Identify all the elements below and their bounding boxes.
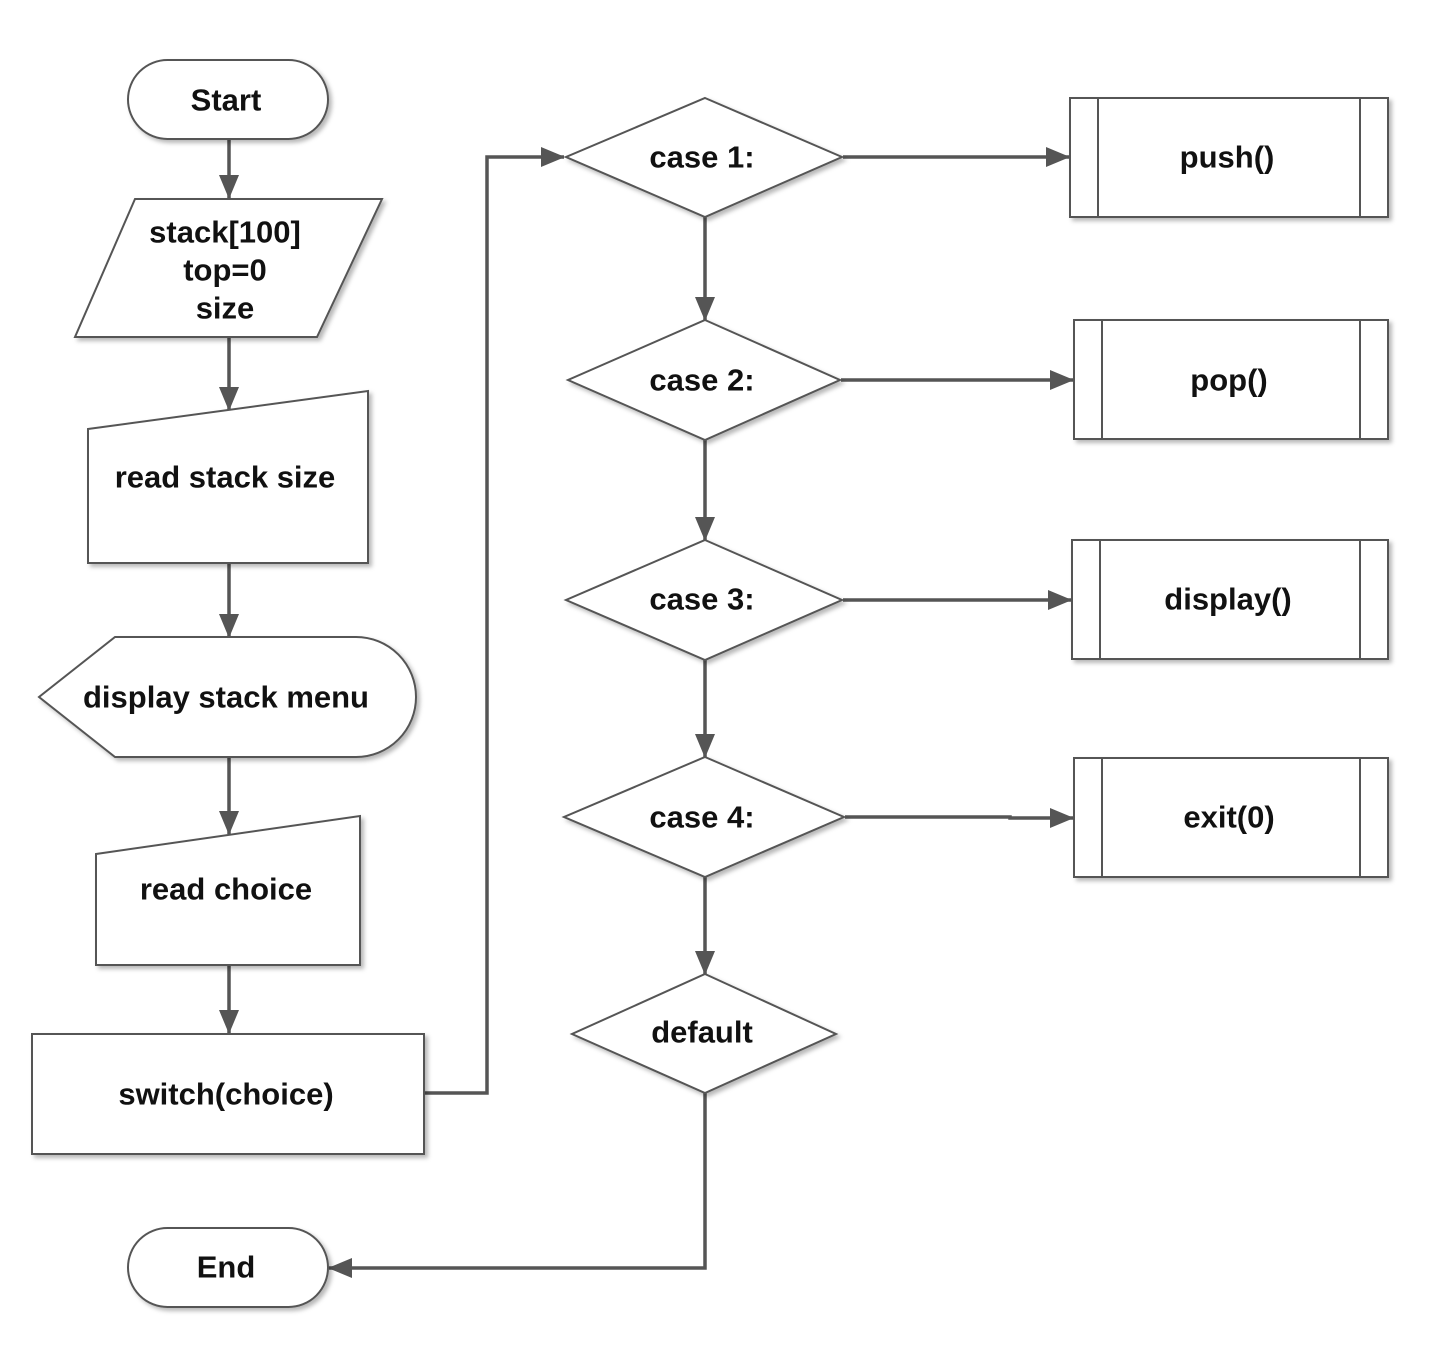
case-3-decision — [563, 538, 845, 662]
declare-data-parallelogram — [73, 198, 384, 338]
arrow-case-4-to-exit — [845, 808, 1074, 828]
pop-label: pop() — [1190, 363, 1267, 398]
read-choice-manual-input — [95, 814, 361, 966]
arrow-switch-to-case-1 — [425, 147, 565, 1095]
case-2-decision — [565, 318, 843, 442]
display-label: display() — [1164, 582, 1291, 617]
read-choice-label: read choice — [140, 872, 312, 907]
declare-line-3: size — [196, 291, 255, 326]
default-label: default — [651, 1015, 753, 1050]
case-1-decision — [563, 96, 845, 219]
case-1-label: case 1: — [649, 140, 754, 175]
case-4-decision — [561, 755, 847, 879]
declare-line-1: stack[100] — [149, 215, 301, 250]
read-size-label: read stack size — [115, 460, 336, 495]
case-2-label: case 2: — [649, 363, 754, 398]
exit-predefined-process — [1073, 757, 1389, 878]
start-label: Start — [191, 83, 262, 118]
switch-process — [31, 1033, 425, 1155]
connectors — [219, 139, 1074, 1278]
pop-predefined-process — [1073, 319, 1389, 440]
case-4-label: case 4: — [649, 800, 754, 835]
end-terminator — [127, 1227, 329, 1308]
push-label: push() — [1180, 140, 1275, 175]
display-predefined-process — [1071, 539, 1389, 660]
end-label: End — [197, 1250, 256, 1285]
exit-label: exit(0) — [1183, 800, 1274, 835]
start-terminator — [127, 59, 329, 140]
display-menu-label: display stack menu — [83, 680, 369, 715]
declare-line-2: top=0 — [183, 253, 267, 288]
switch-label: switch(choice) — [118, 1077, 333, 1112]
push-predefined-process — [1069, 97, 1389, 218]
display-menu-shape — [37, 636, 417, 758]
arrow-default-to-end — [328, 1093, 707, 1278]
case-3-label: case 3: — [649, 582, 754, 617]
read-size-manual-input — [87, 389, 369, 564]
default-decision — [569, 972, 839, 1095]
